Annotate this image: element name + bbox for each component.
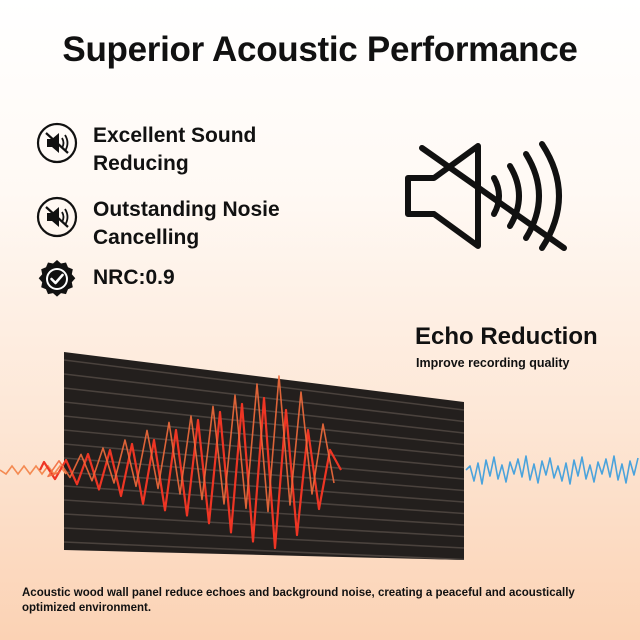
acoustic-panel-illustration bbox=[0, 352, 639, 560]
panel-slat-groove bbox=[64, 527, 464, 549]
feature-label: NRC:0.9 bbox=[93, 266, 175, 289]
panel-slat-groove bbox=[64, 485, 464, 515]
feature-nrc: NRC:0.9 bbox=[36, 258, 175, 300]
incoming-sound-wave bbox=[0, 464, 67, 476]
check-badge-icon bbox=[38, 260, 76, 297]
panel-slat-groove bbox=[64, 471, 464, 503]
panel-slat-groove bbox=[64, 513, 464, 538]
speaker-mute-icon bbox=[405, 141, 567, 251]
panel-slat-groove bbox=[64, 359, 464, 411]
feature-sound-reducing: Excellent Sound Reducing bbox=[36, 122, 303, 178]
echo-reduction-title: Echo Reduction bbox=[415, 323, 598, 350]
page-title: Superior Acoustic Performance bbox=[62, 30, 578, 69]
caption-text: Acoustic wood wall panel reduce echoes a… bbox=[22, 587, 575, 614]
reduced-sound-wave bbox=[465, 455, 639, 485]
speaker-mute-icon bbox=[36, 122, 78, 164]
feature-label: Outstanding Nosie Cancelling bbox=[93, 198, 280, 249]
speaker-mute-icon bbox=[36, 196, 78, 238]
panel-slat-groove bbox=[64, 401, 464, 446]
reflected-sound-wave-echo bbox=[47, 375, 335, 513]
panel-slat-groove bbox=[64, 429, 464, 469]
panel-slat-groove bbox=[64, 499, 464, 526]
feature-noise-cancelling: Outstanding Nosie Cancelling bbox=[36, 196, 323, 252]
panel-slat-groove bbox=[64, 415, 464, 457]
panel-slat-groove bbox=[64, 541, 464, 560]
echo-reduction-subtitle: Improve recording quality bbox=[416, 356, 570, 370]
feature-label: Excellent Sound Reducing bbox=[93, 124, 257, 175]
